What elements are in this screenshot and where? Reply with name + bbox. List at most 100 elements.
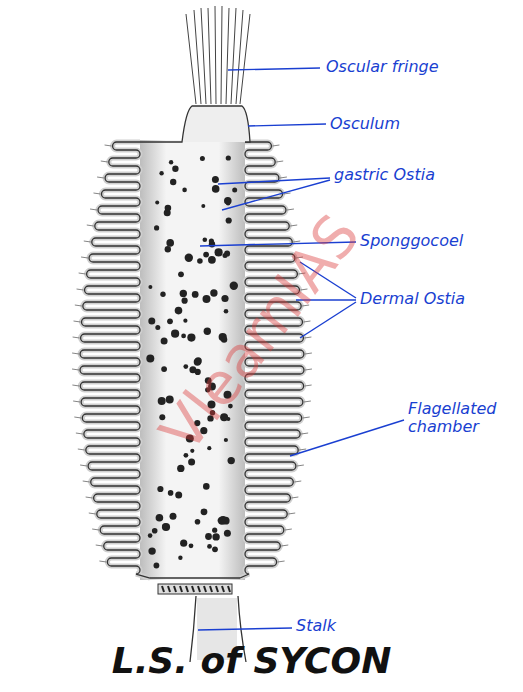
- gastric-ostium: [156, 514, 164, 522]
- gastric-ostium: [187, 334, 195, 342]
- gastric-ostium: [209, 239, 214, 244]
- gastric-ostium: [230, 282, 238, 290]
- gastric-ostium: [224, 197, 232, 205]
- gastric-ostium: [181, 334, 186, 339]
- hatch-mark: [216, 586, 218, 592]
- gastric-ostium: [183, 364, 188, 369]
- gastric-ostium: [215, 248, 223, 256]
- part-label: gastric Ostia: [334, 166, 435, 184]
- gastric-ostium: [168, 490, 174, 496]
- gastric-ostium: [195, 519, 201, 525]
- gastric-ostium: [203, 483, 210, 490]
- gastric-ostium: [162, 524, 167, 529]
- gastric-ostium: [170, 513, 177, 520]
- gastric-ostium: [180, 540, 187, 547]
- gastric-ostium: [175, 307, 183, 315]
- hatch-mark: [186, 586, 188, 592]
- base-hatching: [162, 586, 230, 592]
- gastric-ostium: [197, 258, 203, 264]
- gastric-ostium: [159, 171, 163, 175]
- gastric-ostium: [170, 179, 176, 185]
- part-label: Flagellated chamber: [408, 400, 518, 437]
- gastric-ostium: [161, 366, 167, 372]
- gastric-ostium: [148, 317, 155, 324]
- gastric-ostium: [178, 556, 182, 560]
- hatch-mark: [174, 586, 176, 592]
- hatch-mark: [222, 586, 224, 592]
- gastric-ostium: [157, 486, 163, 492]
- gastric-ostium: [204, 328, 211, 335]
- gastric-ostium: [232, 187, 237, 192]
- gastric-ostium: [166, 239, 174, 247]
- gastric-ostium: [203, 238, 208, 243]
- gastric-ostium: [203, 295, 211, 303]
- gastric-ostium: [171, 330, 179, 338]
- osculum-rim: [140, 106, 250, 142]
- gastric-ostium: [223, 253, 228, 258]
- gastric-ostium: [155, 200, 159, 204]
- gastric-ostium: [178, 271, 184, 277]
- gastric-ostium: [167, 318, 173, 324]
- gastric-ostium: [226, 155, 231, 160]
- gastric-ostium: [192, 291, 199, 298]
- gastric-ostium: [180, 290, 187, 297]
- part-label: Dermal Ostia: [360, 290, 465, 308]
- gastric-ostium: [221, 295, 228, 302]
- gastric-ostium: [210, 289, 217, 296]
- gastric-ostium: [172, 166, 178, 172]
- part-label: Sponggocoel: [360, 232, 463, 250]
- gastric-ostium: [212, 546, 218, 552]
- gastric-ostium: [205, 533, 212, 540]
- base-band: [158, 584, 232, 594]
- gastric-ostium: [212, 185, 220, 193]
- gastric-ostium: [224, 530, 231, 537]
- gastric-ostium: [152, 528, 158, 534]
- gastric-ostium: [201, 508, 208, 515]
- hatch-mark: [198, 586, 200, 592]
- gastric-ostium: [189, 543, 194, 548]
- canal-shade: [80, 142, 150, 578]
- gastric-ostium: [224, 438, 228, 442]
- gastric-ostium: [148, 285, 152, 289]
- gastric-ostium: [203, 252, 209, 258]
- gastric-ostium: [148, 547, 155, 554]
- gastric-ostium: [201, 204, 205, 208]
- hatch-mark: [228, 586, 230, 592]
- gastric-ostium: [177, 465, 184, 472]
- gastric-ostium: [148, 533, 153, 538]
- gastric-ostium: [165, 205, 172, 212]
- gastric-ostium: [207, 544, 212, 549]
- part-label: Osculum: [330, 115, 400, 133]
- base-wall: [150, 577, 240, 578]
- hatch-mark: [210, 586, 212, 592]
- gastric-ostium: [169, 160, 173, 164]
- oscular-fringe: [186, 6, 250, 104]
- canal-wall-left: [80, 142, 150, 578]
- gastric-ostium: [212, 533, 219, 540]
- gastric-ostium: [161, 338, 168, 345]
- gastric-ostium: [208, 256, 216, 264]
- gastric-ostium: [182, 188, 187, 193]
- gastric-ostium: [165, 246, 171, 252]
- gastric-ostium: [160, 292, 165, 297]
- gastric-ostium: [183, 319, 187, 323]
- gastric-ostium: [155, 325, 160, 330]
- hatch-mark: [180, 586, 182, 592]
- gastric-ostium: [200, 156, 205, 161]
- gastric-ostium: [175, 492, 182, 499]
- hatch-mark: [192, 586, 194, 592]
- hatch-mark: [162, 586, 164, 592]
- hatch-mark: [168, 586, 170, 592]
- gastric-ostium: [228, 457, 235, 464]
- gastric-ostium: [182, 298, 188, 304]
- diagram-title: L.S. of SYCON: [112, 640, 392, 681]
- gastric-ostium: [218, 516, 226, 524]
- gastric-ostium: [157, 515, 162, 520]
- gastric-ostium: [226, 217, 232, 223]
- gastric-ostium: [146, 355, 154, 363]
- gastric-ostium: [154, 563, 160, 569]
- gastric-ostium: [224, 309, 229, 314]
- gastric-ostium: [185, 254, 193, 262]
- gastric-ostium: [212, 176, 219, 183]
- hatch-mark: [204, 586, 206, 592]
